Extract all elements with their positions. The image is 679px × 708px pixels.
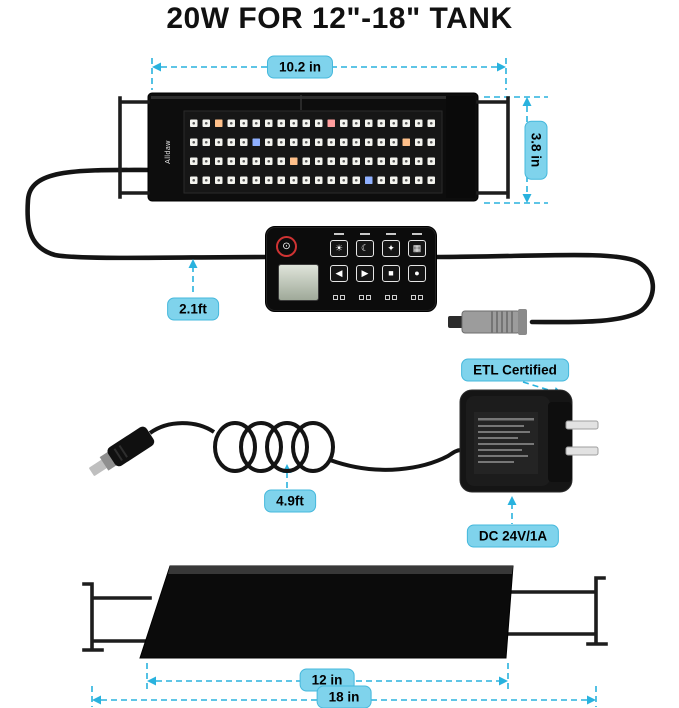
moon-button-icon: ☾: [356, 240, 374, 257]
power-icon: ⊙: [282, 241, 291, 252]
controller-button-grid: ☀ ☾ ✦ ▦ ◀ ▶ ■ ●: [330, 240, 426, 282]
controller-lcd-display: [278, 264, 319, 301]
page-title: 20W FOR 12"-18" TANK: [166, 2, 513, 35]
extendable-brackets: [82, 576, 608, 652]
wall-plug-prongs: [565, 420, 599, 456]
colored-leds: [215, 119, 410, 184]
controller-power-button: ⊙: [276, 236, 297, 257]
controller-cable: [25, 167, 656, 325]
left-arrow-button-icon: ◀: [330, 265, 348, 282]
right-arrow-button-icon: ▶: [356, 265, 374, 282]
label-controller-cable-length: 2.1ft: [167, 297, 219, 321]
coiled-power-cable: [148, 421, 462, 473]
controller-markings-bottom: [330, 295, 426, 300]
inline-controller: ⊙ ☀ ☾ ✦ ▦ ◀ ▶ ■ ●: [265, 226, 437, 312]
controller-markings-top: [330, 233, 426, 235]
label-dc-output: DC 24V/1A: [466, 524, 560, 548]
fixture-brand-text: Alldaw: [165, 140, 172, 164]
dc-connector-female: [448, 309, 527, 335]
dimension-fixture-width: [151, 58, 507, 90]
mode-button-icon: ▦: [408, 240, 426, 257]
label-fixture-height: 3.8 in: [524, 120, 548, 180]
label-adapter-cable-length: 4.9ft: [264, 489, 316, 513]
led-light-fixture: Alldaw: [147, 92, 479, 202]
set-button-icon: ●: [408, 265, 426, 282]
mounting-brackets: [118, 96, 510, 199]
pointer-adapter-cable: [282, 464, 292, 488]
label-etl-certified: ETL Certified: [461, 358, 569, 382]
adapter-spec-text-lines: [478, 418, 534, 463]
pointer-controller-cable: [188, 259, 198, 296]
power-adapter: [459, 389, 599, 493]
label-fixture-width: 10.2 in: [266, 55, 334, 79]
stop-button-icon: ■: [382, 265, 400, 282]
dc-plug-male: [89, 426, 155, 476]
side-view-fixture: [82, 565, 608, 659]
brightness-button-icon: ☀: [330, 240, 348, 257]
effect-button-icon: ✦: [382, 240, 400, 257]
pointer-dc-output: [507, 496, 517, 524]
label-bracket-extended-width: 18 in: [316, 685, 372, 708]
